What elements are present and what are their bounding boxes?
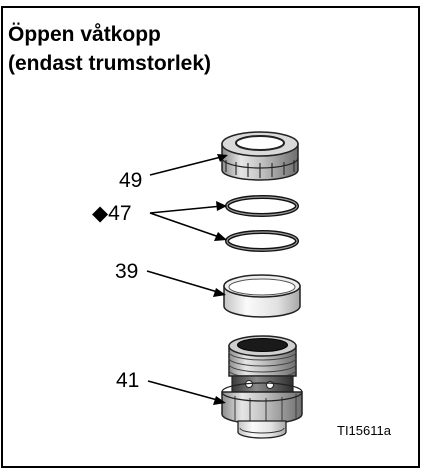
arrowhead-41 [213, 396, 226, 405]
callout-39: 39 [115, 260, 139, 283]
o-ring-lower-part [225, 230, 299, 252]
figure-id: TI15611a [337, 423, 391, 438]
arrowhead-47-lower [214, 232, 227, 241]
title-line-1: Öppen våtkopp [8, 23, 161, 46]
arrowhead-49 [217, 154, 228, 162]
title-line-2: (endast trumstorlek) [8, 52, 212, 75]
figure-frame [1, 6, 420, 468]
leader-line-47-upper [149, 205, 223, 214]
leader-line-41 [147, 380, 222, 402]
o-ring-upper-part [225, 195, 299, 217]
leader-line-47-lower [149, 212, 223, 239]
callout-49: 49 [119, 169, 143, 192]
packing-nut-part [221, 131, 299, 181]
wet-cup-part [221, 335, 303, 439]
arrowhead-47-upper [216, 201, 227, 211]
leader-line-39 [146, 270, 222, 294]
callout-47: ◆47 [92, 202, 132, 225]
figure-title: Öppen våtkopp (endast trumstorlek) [8, 20, 211, 78]
callout-41: 41 [116, 369, 140, 392]
arrowhead-39 [213, 288, 226, 297]
sleeve-part [223, 274, 301, 318]
leader-line-49 [149, 155, 226, 176]
